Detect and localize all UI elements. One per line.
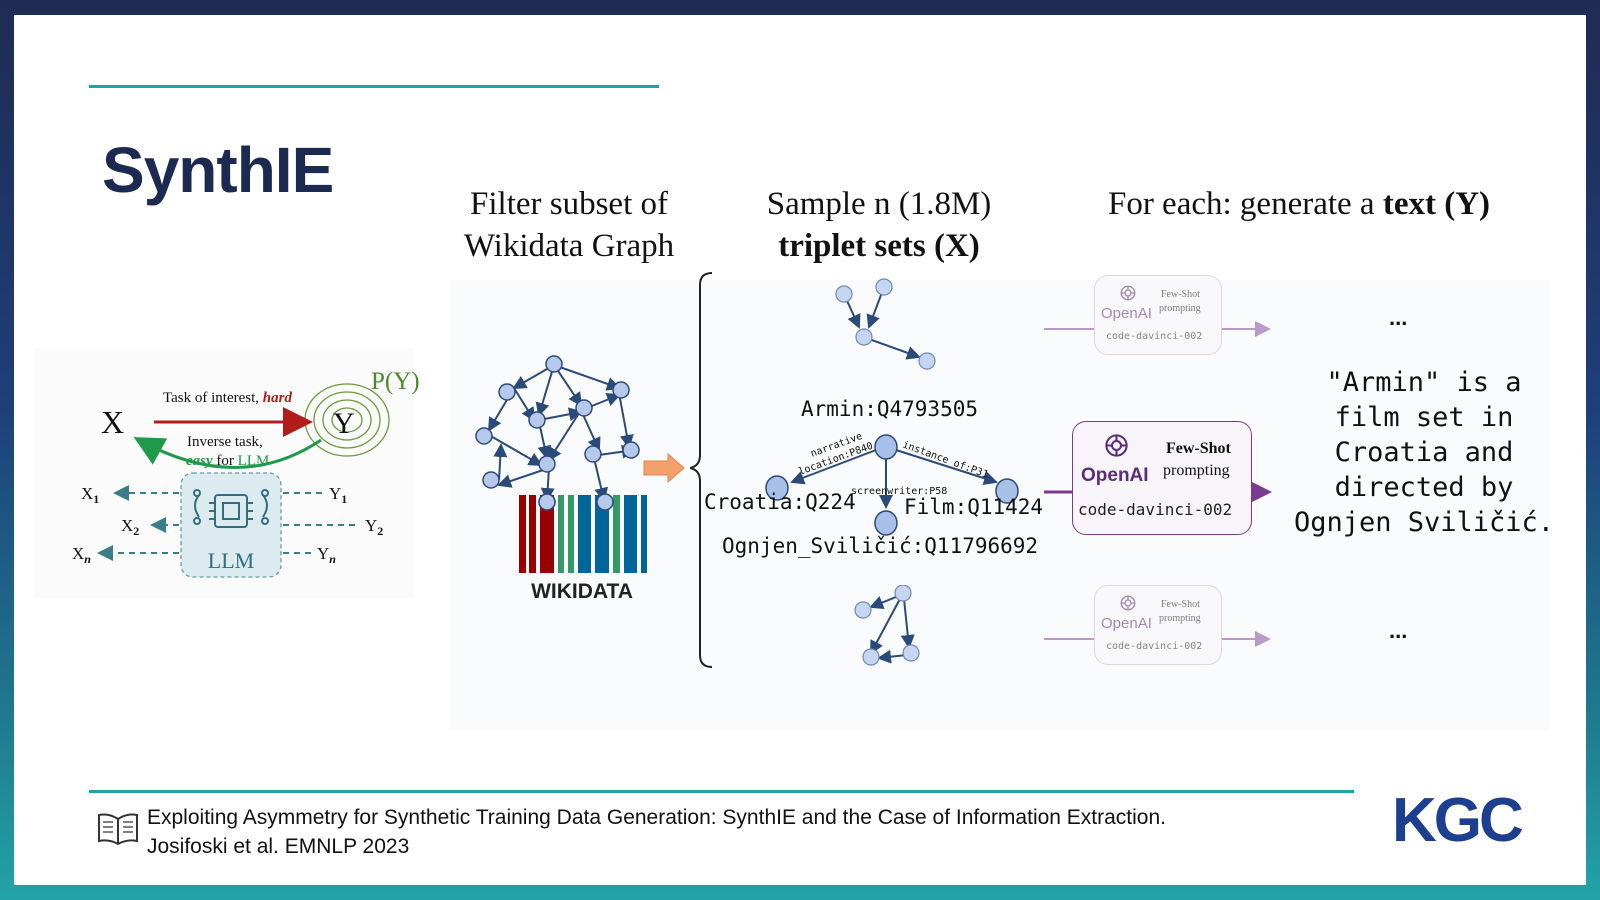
header-filter: Filter subset of Wikidata Graph	[444, 183, 694, 267]
kgc-logo: KGC	[1392, 785, 1524, 856]
prompt-card-bottom: OpenAI Few-Shot prompting code-davinci-0…	[1094, 585, 1222, 665]
prompt-card-top: OpenAI Few-Shot prompting code-davinci-0…	[1094, 275, 1222, 355]
ellipsis-top: ...	[1389, 305, 1408, 330]
book-icon	[98, 813, 138, 846]
xn-label: Xn	[72, 544, 91, 566]
llm-label: LLM	[208, 548, 254, 573]
kgc-logo-text: KGC	[1392, 786, 1524, 855]
inverse-arrow	[133, 437, 322, 469]
slide: SynthIE Filter subset of Wikidata Graph …	[14, 15, 1586, 885]
model-label: code-davinci-002	[1106, 641, 1203, 652]
triplet-graph-bottom	[854, 585, 920, 666]
graph-nodes	[475, 355, 640, 511]
wikidata-logo-bars	[519, 495, 647, 573]
top-rule	[89, 85, 659, 88]
header-sample-line2: triplet sets (X)	[778, 228, 980, 264]
prompting-label: prompting	[1159, 303, 1201, 314]
few-shot-label: Few-Shot	[1166, 440, 1231, 457]
header-filter-line1: Filter subset of	[470, 186, 668, 222]
prompting-label: prompting	[1163, 462, 1230, 479]
openai-icon	[1120, 595, 1136, 611]
dashed-arrows	[97, 485, 359, 561]
header-generate-bold: text (Y)	[1382, 186, 1491, 222]
task-label: Task of interest, hard	[163, 390, 292, 406]
inverse-label-line1: Inverse task,	[187, 434, 263, 450]
header-sample-line1: Sample n (1.8M)	[766, 186, 992, 222]
node-film: Film:Q11424	[904, 495, 1044, 519]
orange-arrow-icon	[643, 453, 685, 483]
slide-title: SynthIE	[102, 134, 334, 206]
x-label: X	[101, 404, 124, 440]
openai-label: OpenAI	[1081, 465, 1149, 486]
node-croatia: Croatia:Q224	[704, 490, 856, 514]
triplet-graph-top	[835, 278, 936, 370]
prompt-connectors	[1044, 321, 1272, 647]
header-generate: For each: generate a text (Y)	[1074, 183, 1524, 225]
prompting-label: prompting	[1159, 613, 1201, 624]
y-label: Y	[333, 407, 355, 440]
model-label: code-davinci-002	[1106, 331, 1203, 342]
openai-label: OpenAI	[1101, 615, 1152, 632]
py-label: P(Y)	[371, 368, 419, 395]
y1-label: Y1	[329, 484, 347, 506]
openai-label: OpenAI	[1101, 305, 1152, 322]
wikidata-graph: WIKIDATA	[475, 355, 647, 603]
yn-label: Yn	[317, 544, 336, 566]
chip-icon	[193, 489, 269, 528]
few-shot-label: Few-Shot	[1161, 289, 1200, 300]
y2-label: Y2	[365, 516, 383, 538]
openai-icon	[1120, 285, 1136, 301]
header-sample: Sample n (1.8M) triplet sets (X)	[749, 183, 1009, 267]
header-generate-prefix: For each: generate a	[1107, 186, 1383, 222]
model-label: code-davinci-002	[1078, 500, 1233, 519]
edge-screenwriter: screenwriter:P58	[851, 486, 947, 497]
bracket	[690, 272, 713, 668]
triplet-graph-main: narrative location:P840 instance of:P31 …	[765, 431, 1019, 536]
reference-title: Exploiting Asymmetry for Synthetic Train…	[147, 806, 1167, 829]
ellipsis-bottom: ...	[1389, 618, 1408, 643]
wikidata-label: WIKIDATA	[531, 580, 633, 603]
openai-icon	[1105, 434, 1128, 457]
few-shot-label: Few-Shot	[1161, 599, 1200, 610]
generated-text: "Armin" is a film set in Croatia and dir…	[1293, 367, 1555, 538]
header-filter-line2: Wikidata Graph	[463, 228, 675, 264]
prompt-card-main: OpenAI Few-Shot prompting code-davinci-0…	[1072, 421, 1252, 535]
bottom-rule	[89, 790, 1354, 793]
node-ognjen: Ognjen_Sviličić:Q11796692	[722, 534, 1039, 558]
inverse-task-diagram: P(Y) X Y Task of interest, hard Inverse …	[72, 368, 419, 578]
x1-label: X1	[81, 484, 99, 506]
node-armin: Armin:Q4793505	[801, 397, 979, 421]
edge-instance: instance of:P31	[901, 439, 990, 480]
llm-box: LLM	[180, 472, 282, 578]
reference-authors: Josifoski et al. EMNLP 2023	[147, 835, 410, 858]
inverse-label-line2: easy for LLM	[186, 453, 269, 469]
x2-label: X2	[121, 516, 139, 538]
